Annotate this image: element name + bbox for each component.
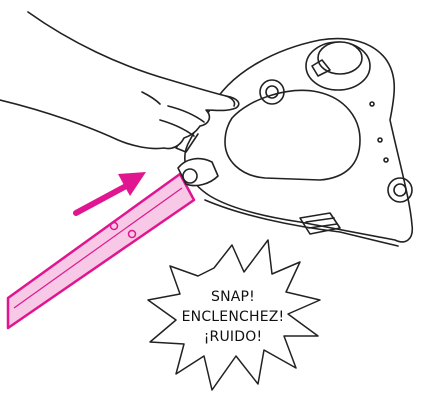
skimmer-head xyxy=(176,39,412,246)
pole-highlight xyxy=(14,188,182,308)
callout-line-ruido: ¡RUIDO! xyxy=(178,327,288,347)
arrow-shaft xyxy=(76,185,128,213)
arrow-head xyxy=(118,172,146,196)
callout-line-snap: SNAP! xyxy=(178,287,288,307)
skimmer-knob-top xyxy=(318,42,362,74)
callout-line-enclenchez: ENCLENCHEZ! xyxy=(178,307,288,327)
